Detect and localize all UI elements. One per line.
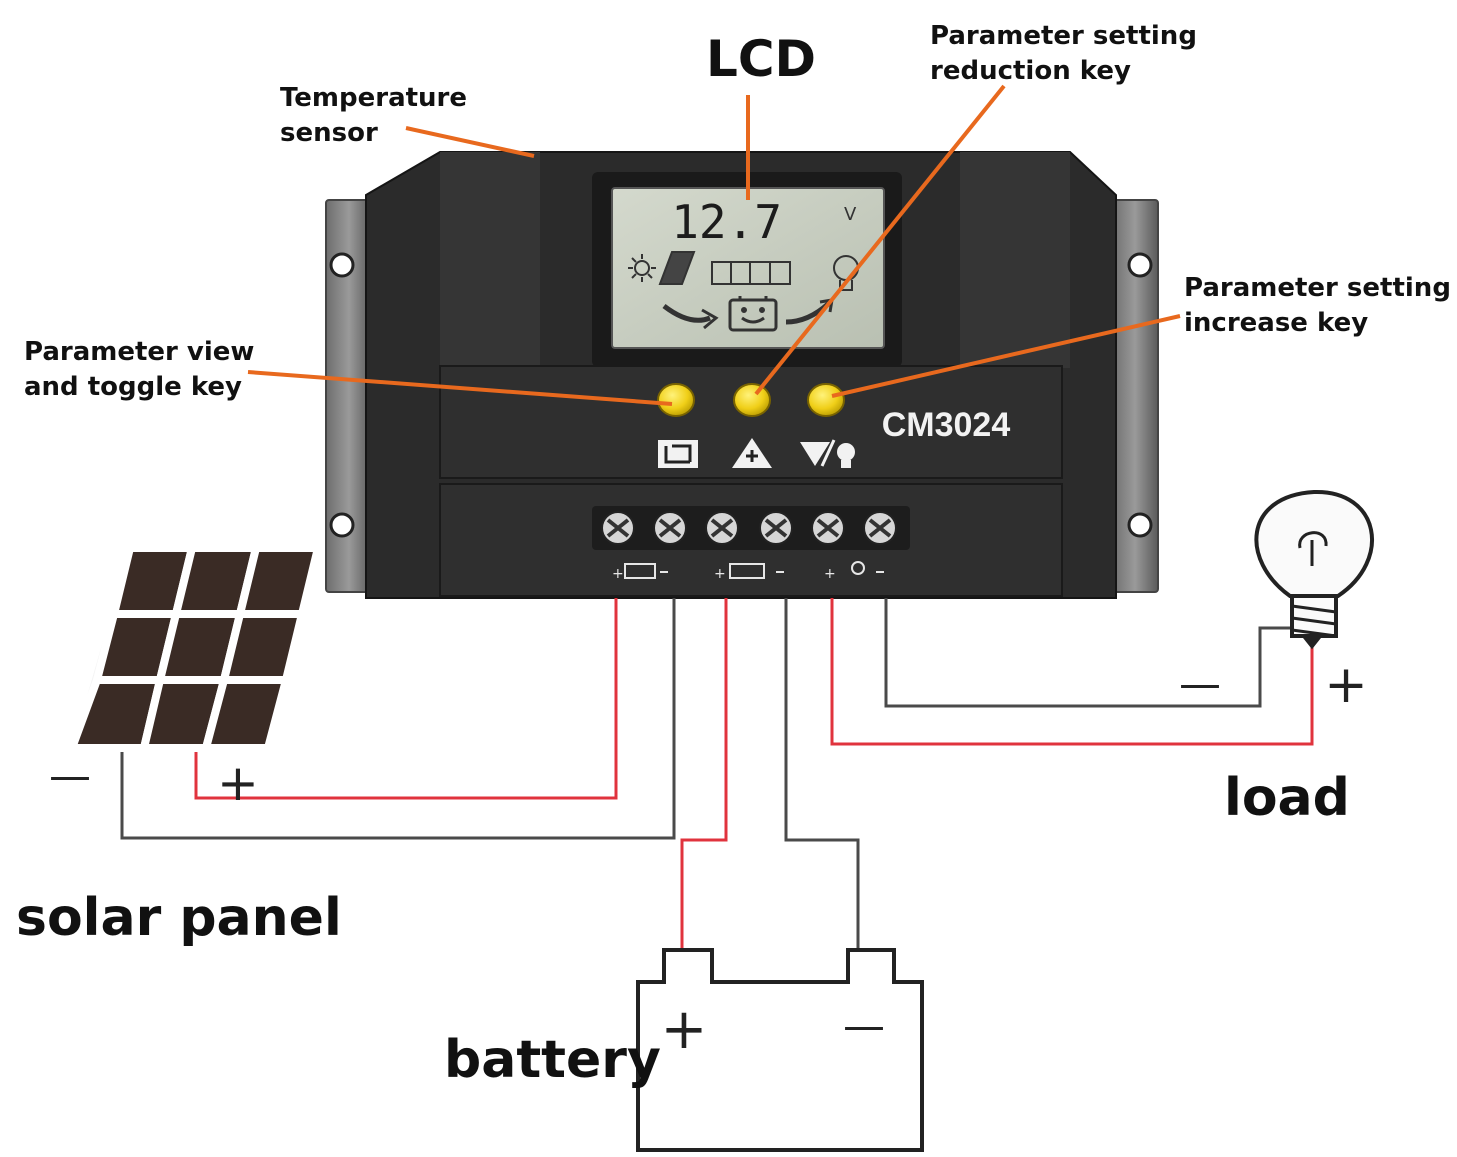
mounting-hole — [1127, 512, 1153, 538]
reduction-key[interactable] — [733, 383, 771, 417]
solar-positive-wire — [194, 598, 618, 800]
plus-triangle-icon — [732, 438, 772, 468]
load-minus-sign: — — [1179, 659, 1221, 708]
minus-triangle-bulb-icon — [800, 439, 855, 468]
view-toggle-key-leader — [247, 370, 673, 406]
reduction-key-line-1: Parameter setting — [930, 21, 1197, 51]
svg-text:+: + — [612, 566, 624, 582]
mounting-hole — [1127, 252, 1153, 278]
solar-panel-label: solar panel — [16, 888, 342, 948]
battery — [636, 948, 924, 1152]
increase-key[interactable] — [807, 383, 845, 417]
reduction-key-callout: Parameter setting reduction key — [930, 19, 1197, 89]
load-positive-wire — [830, 598, 1314, 746]
reduction-key-line-2: reduction key — [930, 56, 1131, 86]
temperature-sensor-callout: Temperature sensor — [280, 81, 467, 151]
view-toggle-key[interactable] — [657, 383, 695, 417]
lcd-battery-face-icon — [728, 296, 778, 332]
increase-key-line-2: increase key — [1184, 308, 1369, 338]
solar-minus-sign: — — [49, 751, 91, 800]
mounting-hole — [329, 252, 355, 278]
svg-text:+: + — [824, 566, 836, 582]
lcd-screen: 12.7 V — [611, 187, 885, 349]
load-plus-sign: + — [1324, 655, 1368, 715]
toggle-key-icon — [658, 440, 698, 468]
wiring — [120, 598, 1314, 950]
lcd-voltage-unit: V — [844, 204, 857, 225]
reduction-key-leader — [754, 84, 1006, 396]
load-bulb — [1254, 489, 1374, 650]
battery-positive-wire — [680, 598, 728, 950]
model-label: CM3024 — [882, 406, 1011, 444]
solar-negative-wire — [120, 598, 676, 840]
battery-plus-sign: + — [661, 997, 708, 1062]
load-label: load — [1224, 768, 1350, 828]
battery-negative-wire — [784, 598, 860, 950]
solar-panel — [66, 544, 324, 752]
battery-minus-sign: — — [843, 1001, 885, 1050]
view-toggle-key-line-2: and toggle key — [24, 372, 243, 402]
increase-key-callout: Parameter setting increase key — [1184, 271, 1451, 341]
lcd-battery-level-icon — [711, 261, 791, 285]
temperature-sensor-line-1: Temperature — [280, 83, 468, 113]
lcd-solar-icon — [628, 251, 696, 285]
increase-key-leader — [831, 314, 1181, 398]
battery-label: battery — [444, 1030, 661, 1090]
terminal-legends: + + + — [612, 561, 884, 582]
load-negative-wire — [884, 598, 1296, 708]
right-fin — [960, 152, 1070, 368]
terminal-block — [592, 506, 910, 550]
view-toggle-key-callout: Parameter view and toggle key — [24, 335, 254, 405]
leader-lines — [247, 84, 1181, 406]
left-fin — [440, 152, 540, 368]
lcd-callout: LCD — [706, 30, 817, 88]
increase-key-line-1: Parameter setting — [1184, 273, 1451, 303]
view-toggle-key-line-1: Parameter view — [24, 337, 255, 367]
solar-plus-sign: + — [217, 754, 259, 812]
temperature-sensor-leader — [405, 126, 535, 158]
mounting-hole — [329, 512, 355, 538]
lcd-voltage-reading: 12.7 — [671, 195, 782, 249]
temperature-sensor-line-2: sensor — [280, 118, 378, 148]
charge-controller: 12.7 V — [325, 151, 1159, 599]
svg-text:+: + — [714, 566, 726, 582]
